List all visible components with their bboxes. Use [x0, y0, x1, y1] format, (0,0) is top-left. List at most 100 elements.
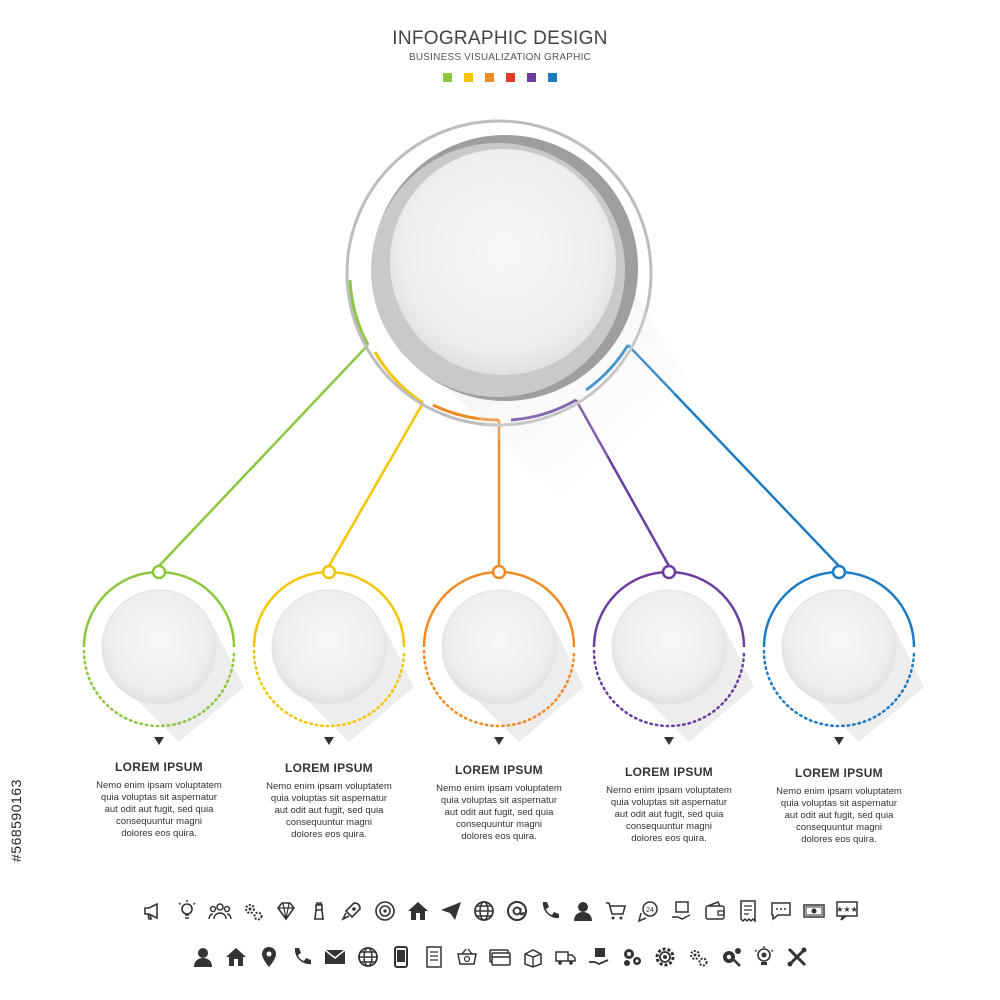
- node-ring-dotted: [762, 649, 916, 728]
- step-title: LOREM IPSUM: [455, 763, 543, 777]
- step-node: [252, 564, 414, 742]
- chess-icon: [304, 896, 333, 925]
- gear-wrench-icon: [717, 942, 746, 971]
- gear-cluster-icon: [618, 942, 647, 971]
- node-disc: [781, 589, 897, 705]
- node-connector-dot: [661, 564, 677, 580]
- smartphone-icon: [387, 942, 416, 971]
- color-swatch: [548, 73, 557, 82]
- node-disc: [101, 589, 217, 705]
- rating-icon: ★★★: [832, 896, 861, 925]
- connector-line: [158, 344, 369, 567]
- gears-icon: [684, 942, 713, 971]
- team-icon: [205, 896, 234, 925]
- node-ring-dotted: [252, 649, 406, 728]
- icon-row-1: 24 ★★★: [0, 896, 1000, 925]
- lightbulb-icon: [172, 896, 201, 925]
- node-connector-dot: [491, 564, 507, 580]
- paper-plane-icon: [436, 896, 465, 925]
- step-body-line: aut odit aut fugit, sed quia: [104, 804, 214, 815]
- chat-icon: [766, 896, 795, 925]
- step-body-line: aut odit aut fugit, sed quia: [784, 810, 894, 821]
- step-body-line: Nemo enim ipsam voluptatem: [606, 785, 732, 796]
- step-node: [422, 564, 584, 742]
- step-body-line: consequuntur magni: [115, 816, 203, 827]
- step-node: [592, 564, 754, 742]
- connector-line: [327, 402, 425, 567]
- diamond-icon: [271, 896, 300, 925]
- icon-row-2: [0, 942, 1000, 971]
- page-subtitle: BUSINESS VISUALIZATION GRAPHIC: [409, 52, 591, 63]
- step-body-line: consequuntur magni: [625, 821, 713, 832]
- svg-text:24: 24: [646, 907, 654, 914]
- node-connector-dot: [151, 564, 167, 580]
- lightbulb-gear-icon: [750, 942, 779, 971]
- step-body-line: Nemo enim ipsam voluptatem: [776, 786, 902, 797]
- step-body-line: quia voluptas sit aspernatur: [610, 797, 728, 808]
- step-node: [82, 564, 244, 742]
- target-icon: [370, 896, 399, 925]
- step-body-line: consequuntur magni: [455, 819, 543, 830]
- node-connector-dot: [321, 564, 337, 580]
- credit-card-icon: [486, 942, 515, 971]
- pointer-arrow: [494, 737, 504, 745]
- node-disc: [271, 589, 387, 705]
- pointer-arrow: [324, 737, 334, 745]
- step-body-line: aut odit aut fugit, sed quia: [274, 805, 384, 816]
- step-body-line: consequuntur magni: [795, 822, 883, 833]
- pointer-arrow: [154, 737, 164, 745]
- basket-add-icon: [453, 942, 482, 971]
- color-swatch: [464, 73, 473, 82]
- node-disc: [441, 589, 557, 705]
- at-sign-icon: [502, 896, 531, 925]
- wallet-icon: [700, 896, 729, 925]
- location-pin-icon: [255, 942, 284, 971]
- gears-icon: [238, 896, 267, 925]
- delivery-box-icon: [667, 896, 696, 925]
- step-body-line: quia voluptas sit aspernatur: [270, 793, 388, 804]
- hub-arc-segment: [373, 351, 424, 405]
- page-title: INFOGRAPHIC DESIGN: [392, 28, 608, 49]
- step-title: LOREM IPSUM: [285, 761, 373, 775]
- step-node: [762, 564, 924, 742]
- step-body-line: dolores eos quira.: [631, 833, 707, 844]
- step-body-line: dolores eos quira.: [291, 829, 367, 840]
- open-box-icon: [519, 942, 548, 971]
- node-disc: [611, 589, 727, 705]
- phone-icon: [535, 896, 564, 925]
- receipt-icon: [733, 896, 762, 925]
- node-ring-dotted: [422, 649, 576, 728]
- home-icon: [403, 896, 432, 925]
- globe-icon: [469, 896, 498, 925]
- hub-arc-segment: [348, 279, 370, 346]
- rocket-icon: [337, 896, 366, 925]
- step-body-line: quia voluptas sit aspernatur: [440, 795, 558, 806]
- money-icon: [799, 896, 828, 925]
- node-ring-dotted: [82, 649, 236, 728]
- step-body-line: aut odit aut fugit, sed quia: [614, 809, 724, 820]
- step-body-line: Nemo enim ipsam voluptatem: [96, 780, 222, 791]
- step-title: LOREM IPSUM: [795, 766, 883, 780]
- document-list-icon: [420, 942, 449, 971]
- color-swatch: [485, 73, 494, 82]
- step-title: LOREM IPSUM: [115, 760, 203, 774]
- svg-text:★★★: ★★★: [836, 905, 858, 914]
- step-body-line: aut odit aut fugit, sed quia: [444, 807, 554, 818]
- step-title: LOREM IPSUM: [625, 765, 713, 779]
- tools-icon: [783, 942, 812, 971]
- gear-icon: [651, 942, 680, 971]
- truck-icon: [552, 942, 581, 971]
- color-swatch: [527, 73, 536, 82]
- central-hub: [345, 119, 690, 500]
- support-24-icon: 24: [634, 896, 663, 925]
- step-body-line: Nemo enim ipsam voluptatem: [266, 781, 392, 792]
- step-body-line: consequuntur magni: [285, 817, 373, 828]
